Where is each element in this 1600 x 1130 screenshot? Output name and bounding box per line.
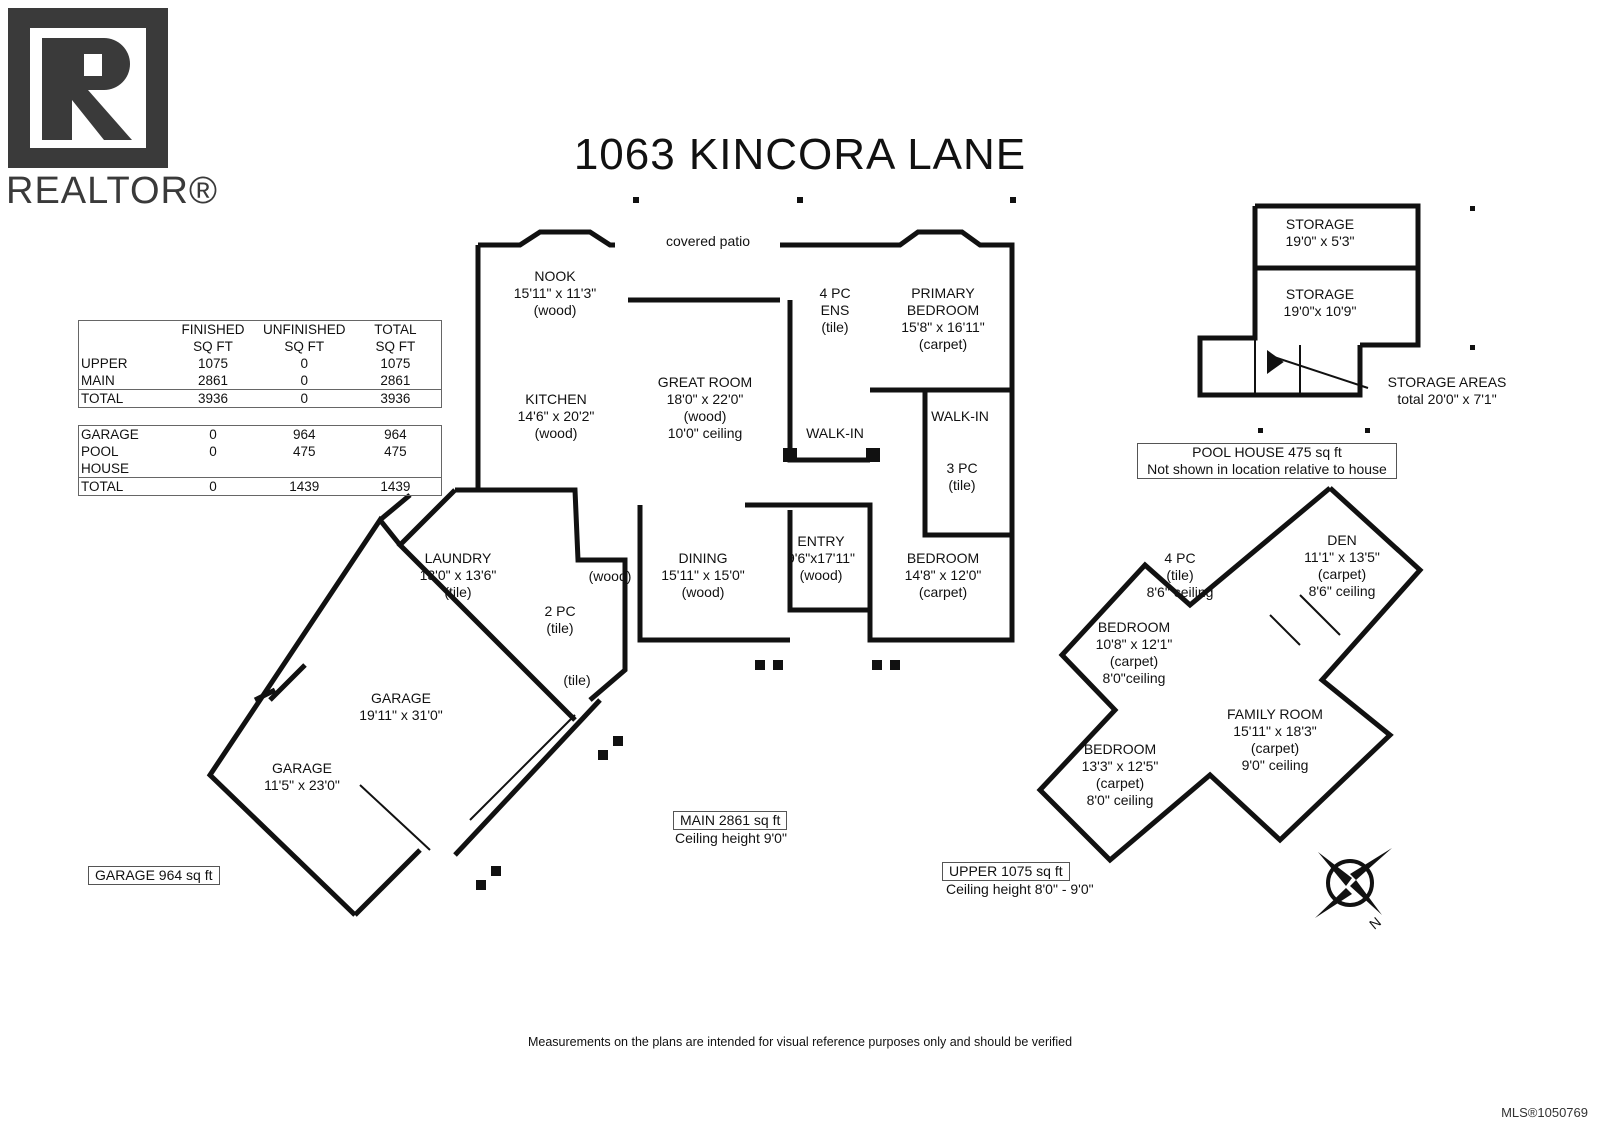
room-covered-patio: covered patio <box>665 233 751 249</box>
cell-value: 0 <box>209 479 217 494</box>
cell-value: 0 <box>209 427 217 442</box>
pool-house-box: POOL HOUSE 475 sq ft Not shown in locati… <box>1137 443 1397 479</box>
row-label: GARAGE <box>81 427 139 442</box>
room-hall: (wood) <box>588 568 632 584</box>
area-summary-table-1: FINISHED UNFINISHED TOTAL SQ FT SQ FT SQ… <box>78 320 442 408</box>
table-row: POOL HOUSE 0 475 475 <box>79 443 441 477</box>
row-label: TOTAL <box>81 479 124 494</box>
upper-area-box: UPPER 1075 sq ft <box>942 862 1070 881</box>
realtor-logo <box>8 8 168 168</box>
cell-value: 1439 <box>380 479 411 494</box>
mls-number: MLS®1050769 <box>1501 1105 1588 1120</box>
cell-value: 1075 <box>380 356 411 371</box>
room-4pc-bath: 4 PC(tile)8'6" ceiling <box>1146 550 1214 600</box>
room-walk-in: WALK-IN <box>931 408 989 424</box>
room-hall-tile: (tile) <box>563 672 591 688</box>
table-row: GARAGE 0 964 964 <box>79 426 441 443</box>
main-area-box: MAIN 2861 sq ft <box>673 811 788 830</box>
garage-area-box: GARAGE 964 sq ft <box>88 866 220 885</box>
cell-value: 964 <box>384 427 407 442</box>
cell-value: 0 <box>300 356 308 371</box>
page-title: 1063 KINCORA LANE <box>573 130 1027 179</box>
col-header-unfinished: UNFINISHED <box>262 322 346 337</box>
area-summary-table-2: GARAGE 0 964 964 POOL HOUSE 0 475 475 TO… <box>78 425 442 496</box>
table-row: UPPER 1075 0 1075 <box>79 355 441 372</box>
cell-value: 3936 <box>380 391 411 406</box>
col-header-unit: SQ FT <box>284 339 325 354</box>
room-2pc-bath: 2 PC(tile) <box>544 603 576 636</box>
cell-value: 0 <box>209 444 217 459</box>
col-header-total: TOTAL <box>374 322 417 337</box>
disclaimer: Measurements on the plans are intended f… <box>527 1035 1073 1049</box>
room-walk-in: WALK-IN <box>806 425 864 441</box>
compass-rose <box>1315 848 1392 918</box>
table-row: TOTAL 3936 0 3936 <box>79 389 441 407</box>
col-header-unit: SQ FT <box>375 339 416 354</box>
cell-value: 1439 <box>289 479 320 494</box>
row-label: POOL HOUSE <box>81 444 130 476</box>
row-label: TOTAL <box>81 391 124 406</box>
cell-value: 0 <box>300 391 308 406</box>
cell-value: 475 <box>292 444 316 459</box>
cell-value: 2861 <box>380 373 411 388</box>
cell-value: 3936 <box>197 391 229 406</box>
realtor-wordmark: REALTOR® <box>6 170 218 212</box>
col-header-finished: FINISHED <box>181 322 245 337</box>
col-header-unit: SQ FT <box>193 339 233 354</box>
row-label: MAIN <box>81 373 115 388</box>
realtor-r-icon <box>30 28 146 148</box>
cell-value: 964 <box>292 427 316 442</box>
cell-value: 2861 <box>197 373 229 388</box>
table-row: MAIN 2861 0 2861 <box>79 372 441 389</box>
cell-value: 475 <box>384 444 407 459</box>
cell-value: 0 <box>300 373 308 388</box>
row-label: UPPER <box>81 356 128 371</box>
cell-value: 1075 <box>197 356 229 371</box>
main-ceiling-height: Ceiling height 9'0" <box>675 830 787 846</box>
upper-ceiling-height: Ceiling height 8'0" - 9'0" <box>946 881 1094 897</box>
room-3pc-bath: 3 PC(tile) <box>946 460 978 493</box>
table-row: TOTAL 0 1439 1439 <box>79 477 441 495</box>
